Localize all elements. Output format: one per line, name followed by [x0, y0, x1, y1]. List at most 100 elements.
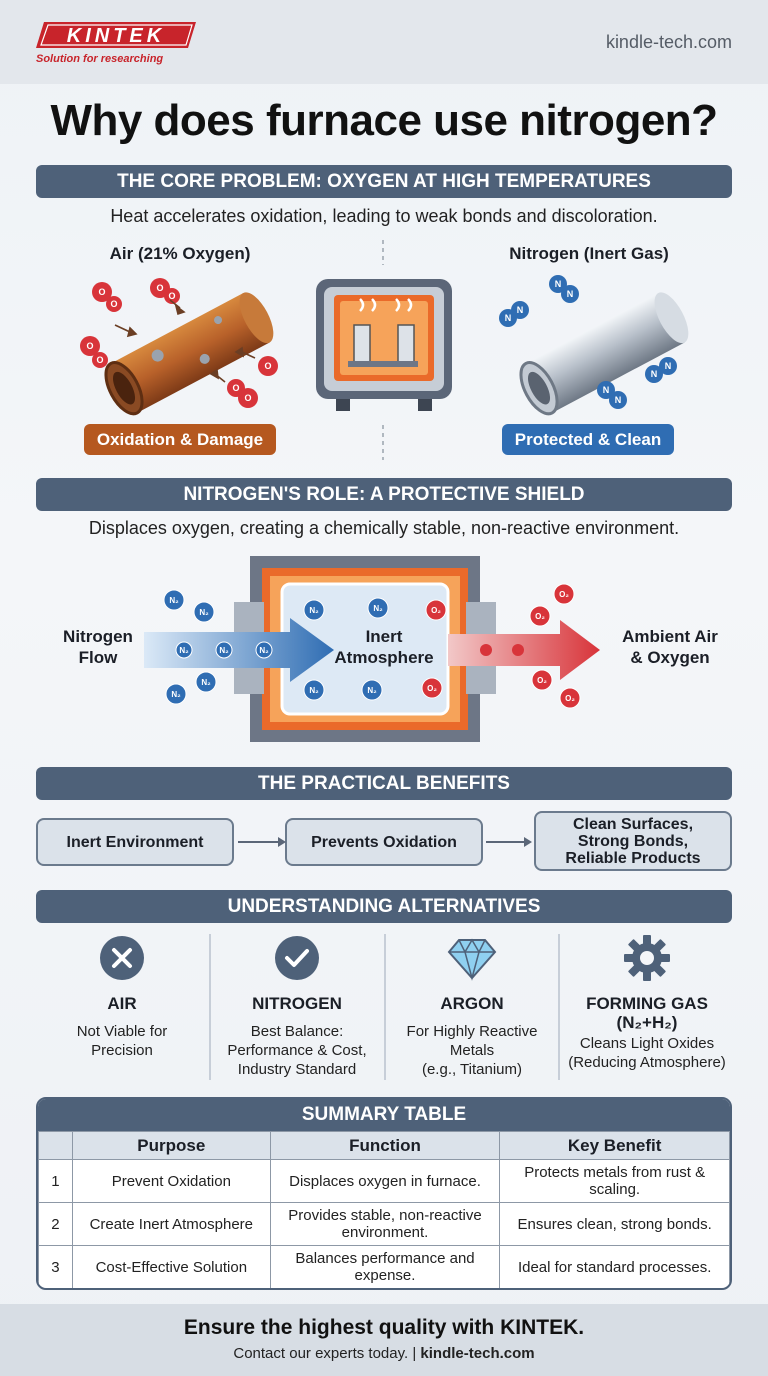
- gear-icon: [624, 935, 670, 981]
- svg-text:N₂: N₂: [373, 604, 383, 613]
- dashed-divider: [382, 240, 384, 460]
- furnace-illustration: [316, 279, 452, 411]
- summary-table: SUMMARY TABLE Purpose Function Key Benef…: [36, 1097, 732, 1290]
- benefit-clean-surfaces: Clean Surfaces,Strong Bonds,Reliable Pro…: [534, 811, 732, 871]
- svg-text:O: O: [110, 299, 117, 309]
- benefits-heading: THE PRACTICAL BENEFITS: [36, 767, 732, 800]
- svg-text:N₂: N₂: [199, 608, 209, 617]
- table-cell: Cost-Effective Solution: [71, 1245, 271, 1288]
- svg-text:O₂: O₂: [559, 590, 569, 599]
- svg-text:O: O: [168, 291, 175, 301]
- benefit-inert-environment: Inert Environment: [36, 818, 234, 866]
- x-circle-icon: [100, 936, 144, 980]
- col-header-function: Function: [269, 1131, 501, 1160]
- svg-text:O: O: [156, 283, 163, 293]
- alternative-nitrogen: NITROGEN Best Balance:Performance & Cost…: [211, 930, 383, 1079]
- svg-text:N: N: [517, 305, 524, 315]
- table-row: 3 Cost-Effective Solution Balances perfo…: [38, 1245, 730, 1288]
- col-header-index: [38, 1131, 73, 1160]
- footer-contact-text: Contact our experts today.: [233, 1345, 409, 1362]
- logo-tagline: Solution for researching: [36, 53, 164, 65]
- svg-text:N₂: N₂: [219, 646, 229, 655]
- alt-air-name: AIR: [107, 994, 137, 1013]
- svg-text:N: N: [603, 385, 610, 395]
- table-cell: Create Inert Atmosphere: [71, 1202, 271, 1246]
- site-link[interactable]: kindle-tech.com: [605, 32, 732, 52]
- svg-text:N: N: [651, 369, 658, 379]
- table-cell: Balances performance and expense.: [269, 1245, 501, 1288]
- alternatives-heading: UNDERSTANDING ALTERNATIVES: [36, 890, 732, 923]
- role-subtitle: Displaces oxygen, creating a chemically …: [88, 518, 680, 538]
- protected-clean-badge: Protected & Clean: [502, 424, 674, 455]
- rusty-pipe-illustration: [104, 292, 274, 416]
- role-heading: NITROGEN'S ROLE: A PROTECTIVE SHIELD: [36, 478, 732, 511]
- svg-text:O: O: [96, 355, 103, 365]
- oxidation-damage-badge: Oxidation & Damage: [84, 424, 276, 455]
- footer-contact: Contact our experts today. | kindle-tech…: [0, 1345, 768, 1362]
- benefit-prevents-oxidation: Prevents Oxidation: [285, 818, 483, 866]
- table-cell: 2: [38, 1202, 73, 1246]
- col-header-key-benefit: Key Benefit: [499, 1131, 730, 1160]
- svg-text:N: N: [567, 289, 574, 299]
- kintek-logo: KINTEK: [36, 22, 196, 48]
- table-cell: Provides stable, non-reactive environmen…: [269, 1202, 501, 1246]
- alt-forming-gas-name: FORMING GAS: [586, 994, 708, 1013]
- logo-text: KINTEK: [67, 25, 165, 47]
- table-cell: Protects metals from rust & scaling.: [499, 1159, 730, 1203]
- svg-text:O: O: [232, 383, 239, 393]
- protective-shield-diagram: N₂ N₂ N₂ N₂ N₂ N₂ N₂ N₂ N₂ N₂ N₂ O₂ O₂ O…: [144, 556, 600, 742]
- svg-text:O₂: O₂: [565, 694, 575, 703]
- svg-text:N₂: N₂: [309, 606, 319, 615]
- svg-text:O₂: O₂: [535, 612, 545, 621]
- svg-text:N₂: N₂: [309, 686, 319, 695]
- table-row: 2 Create Inert Atmosphere Provides stabl…: [38, 1202, 730, 1246]
- svg-text:O: O: [86, 341, 93, 351]
- svg-text:O: O: [244, 393, 251, 403]
- diamond-icon: [447, 938, 497, 981]
- nitrogen-label: Nitrogen (Inert Gas): [509, 244, 669, 263]
- svg-text:O₂: O₂: [431, 606, 441, 615]
- table-cell: Ideal for standard processes.: [499, 1245, 730, 1288]
- footer-headline: Ensure the highest quality with KINTEK.: [183, 1316, 585, 1339]
- core-problem-subtitle: Heat accelerates oxidation, leading to w…: [110, 206, 658, 226]
- table-cell: Prevent Oxidation: [71, 1159, 271, 1203]
- table-row: 1 Prevent Oxidation Displaces oxygen in …: [38, 1159, 730, 1203]
- check-circle-icon: [275, 936, 319, 980]
- svg-text:O: O: [98, 287, 105, 297]
- table-cell: 1: [38, 1159, 73, 1203]
- alt-divider: [384, 934, 386, 1080]
- footer-separator: |: [408, 1345, 421, 1362]
- alt-nitrogen-desc: Best Balance:Performance & Cost,Industry…: [227, 1023, 367, 1078]
- footer-site-link[interactable]: kindle-tech.com: [420, 1345, 535, 1362]
- svg-text:O₂: O₂: [427, 684, 437, 693]
- svg-text:N: N: [615, 395, 622, 405]
- page-title: Why does furnace use nitrogen?: [50, 96, 718, 145]
- svg-text:N₂: N₂: [201, 678, 211, 687]
- svg-text:N₂: N₂: [171, 690, 181, 699]
- table-cell: Ensures clean, strong bonds.: [499, 1202, 730, 1246]
- svg-text:N: N: [555, 279, 562, 289]
- oxygen-molecules-left: O O O O O O O O O: [80, 278, 278, 408]
- core-problem-heading: THE CORE PROBLEM: OXYGEN AT HIGH TEMPERA…: [36, 165, 732, 198]
- clean-pipe-illustration: N N N N N N N N: [499, 275, 689, 416]
- table-header-row: Purpose Function Key Benefit: [38, 1131, 730, 1160]
- svg-text:N₂: N₂: [367, 686, 377, 695]
- svg-text:N₂: N₂: [179, 646, 189, 655]
- alt-forming-gas-formula: (N₂+H₂): [616, 1013, 678, 1032]
- svg-text:N: N: [665, 361, 672, 371]
- svg-text:O: O: [264, 361, 271, 371]
- alt-argon-name: ARGON: [440, 994, 504, 1013]
- alt-divider: [209, 934, 211, 1080]
- benefit-arrows: [238, 837, 532, 847]
- svg-text:N₂: N₂: [259, 646, 269, 655]
- alt-forming-gas-desc: Cleans Light Oxides(Reducing Atmosphere): [568, 1035, 726, 1071]
- alt-divider: [558, 934, 560, 1080]
- alternative-forming-gas: FORMING GAS (N₂+H₂) Cleans Light Oxides(…: [560, 930, 734, 1072]
- table-cell: 3: [38, 1245, 73, 1288]
